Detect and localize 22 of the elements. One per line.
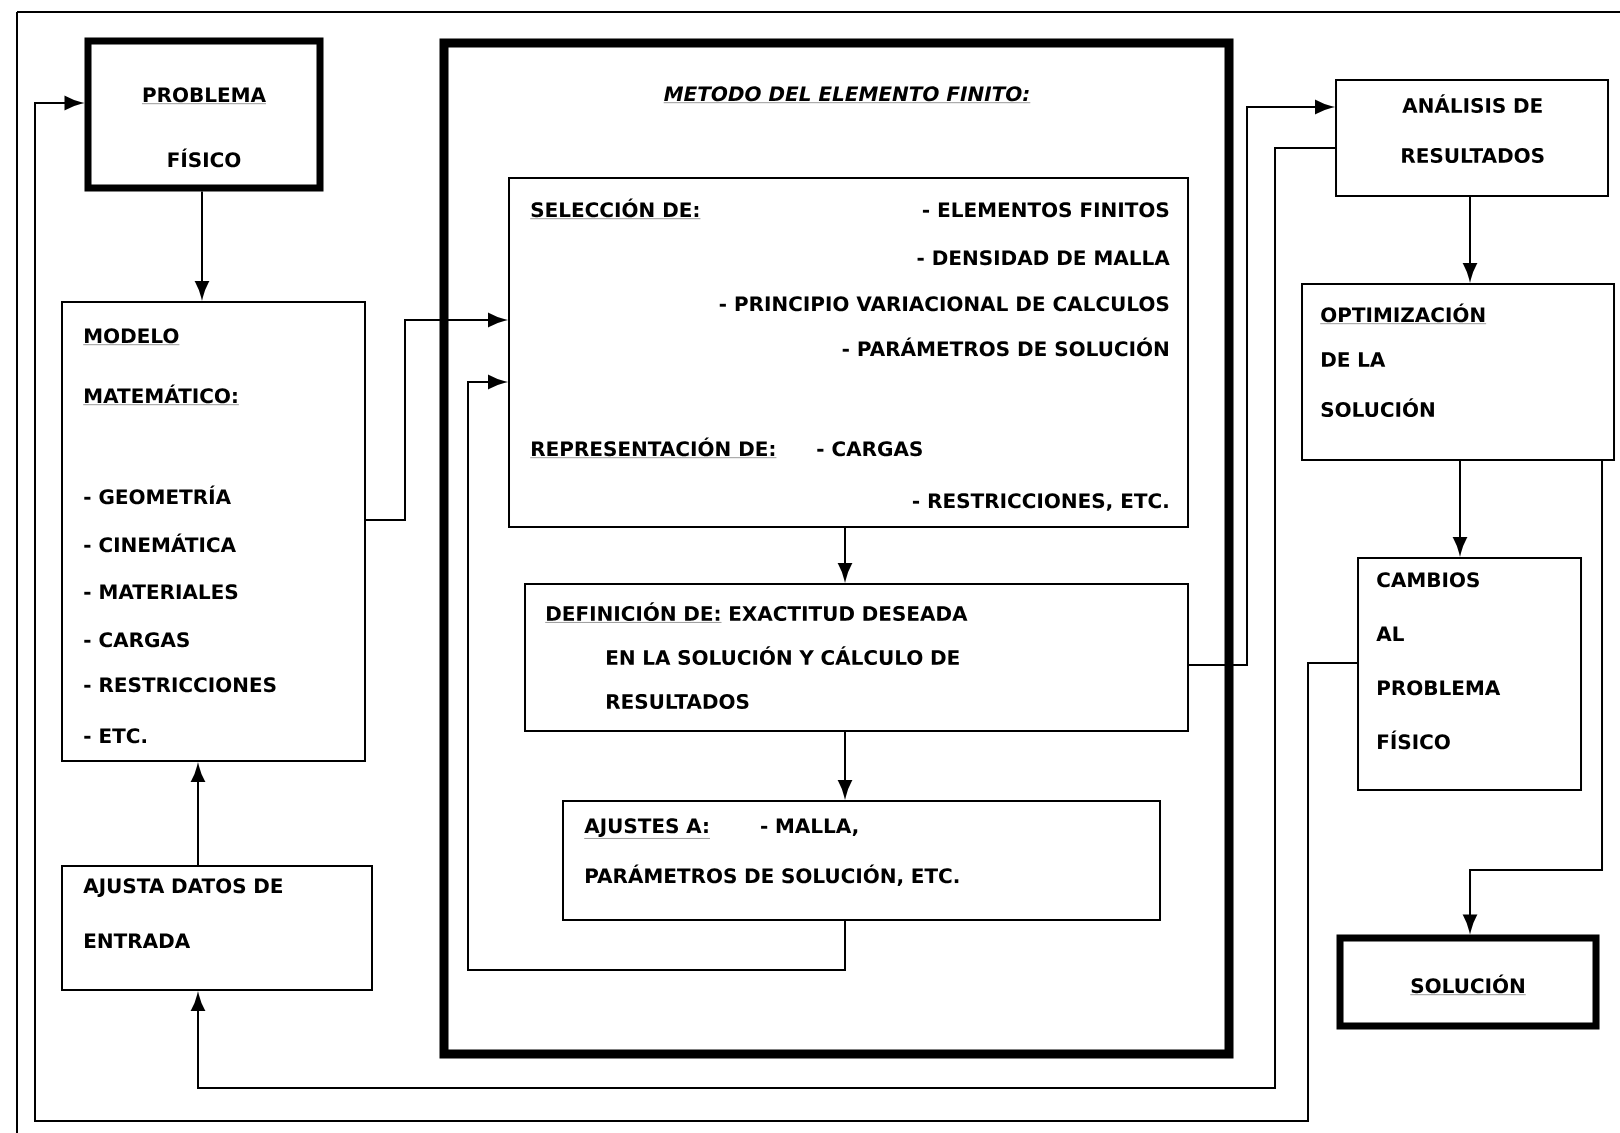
process-box: DEFINICIÓN DE: EXACTITUD DESEADA EN LA SOLUCIÓN Y CÁLCULO DE RESULTADOS (524, 583, 1189, 732)
arrow (467, 375, 846, 971)
process-box: ANÁLISIS DE RESULTADOS (1335, 79, 1609, 197)
process-box: MODELO MATEMÁTICO: - GEOMETRÍA - CINEMÁTICA - MATERIALES - CARGAS - RESTRICCIONES - ETC. (61, 301, 366, 762)
arrow (838, 527, 852, 580)
process-box: SELECCIÓN DE: - ELEMENTOS FINITOS - DENSIDAD DE MALLA - PRINCIPIO VARIACIONAL DE CALCULOS - PARÁMETROS DE SOLUCIÓN REPRESENTACIÓN DE: - CARGAS - RESTRICCIONES, ETC. (508, 177, 1189, 528)
arrow (1188, 100, 1332, 666)
arrow (34, 96, 1358, 1122)
process-box: OPTIMIZACIÓN DE LA SOLUCIÓN (1301, 283, 1615, 461)
process-box: CAMBIOS AL PROBLEMA FÍSICO (1357, 557, 1582, 791)
arrow (195, 190, 209, 298)
arrow (1463, 460, 1603, 932)
arrow (1463, 196, 1477, 280)
process-box: SOLUCIÓN (1336, 934, 1600, 1030)
arrow (191, 147, 1336, 1089)
arrow (838, 731, 852, 797)
process-box: AJUSTA DATOS DE ENTRADA (61, 865, 373, 991)
process-box: PROBLEMA FÍSICO (84, 37, 324, 192)
arrow (365, 313, 505, 521)
arrow (1453, 460, 1467, 554)
process-box: AJUSTES A: - MALLA, PARÁMETROS DE SOLUCIÓN, ETC. (562, 800, 1161, 921)
arrow (191, 765, 205, 866)
